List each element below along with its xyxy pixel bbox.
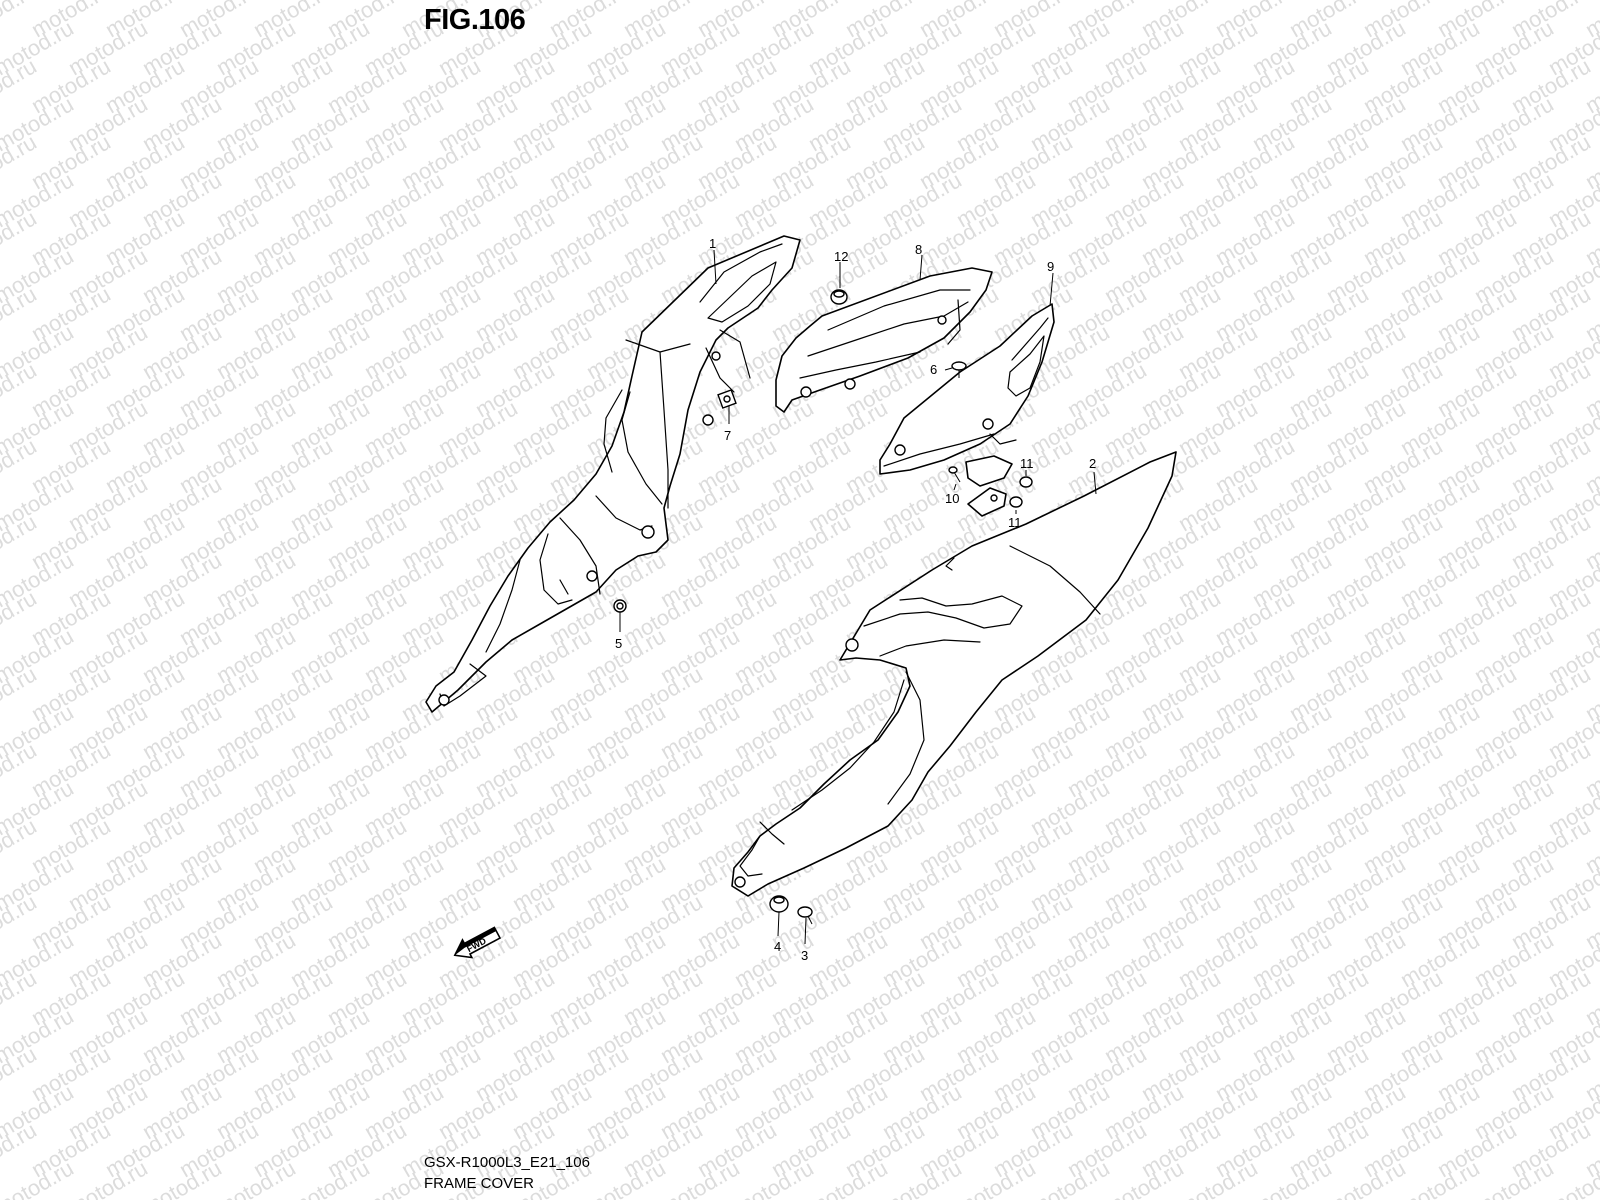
- callout-labels: 1 2 3 4 5 6 7 8 9 10 11 11 12: [615, 236, 1096, 963]
- callout-7: 7: [724, 428, 731, 443]
- figure-title: FIG.106: [424, 4, 526, 36]
- frame-cover-left-part: [425, 235, 801, 713]
- callout-6: 6: [930, 362, 937, 377]
- hardware-items: [613, 289, 1033, 925]
- callout-10: 10: [945, 491, 959, 506]
- clip-bracket: [965, 455, 1013, 517]
- fwd-arrow: FWD: [453, 926, 502, 959]
- frame-cover-right-part: [731, 451, 1177, 897]
- callout-9: 9: [1047, 259, 1054, 274]
- inner-panel-part-9: [879, 303, 1055, 475]
- callout-5: 5: [615, 636, 622, 651]
- callout-8: 8: [915, 242, 922, 257]
- callout-1: 1: [709, 236, 716, 251]
- callout-2: 2: [1089, 456, 1096, 471]
- callout-4: 4: [774, 939, 781, 954]
- callout-11b: 11: [1008, 515, 1022, 530]
- section-name: FRAME COVER: [424, 1175, 535, 1192]
- inner-panel-part-8: [775, 267, 993, 413]
- leader-lines: [619, 249, 1097, 945]
- callout-3: 3: [801, 948, 808, 963]
- callout-11a: 11: [1020, 456, 1034, 471]
- callout-12: 12: [834, 249, 848, 264]
- model-code: GSX-R1000L3_E21_106: [424, 1154, 590, 1171]
- figure-footer: GSX-R1000L3_E21_106 FRAME COVER: [424, 1152, 590, 1194]
